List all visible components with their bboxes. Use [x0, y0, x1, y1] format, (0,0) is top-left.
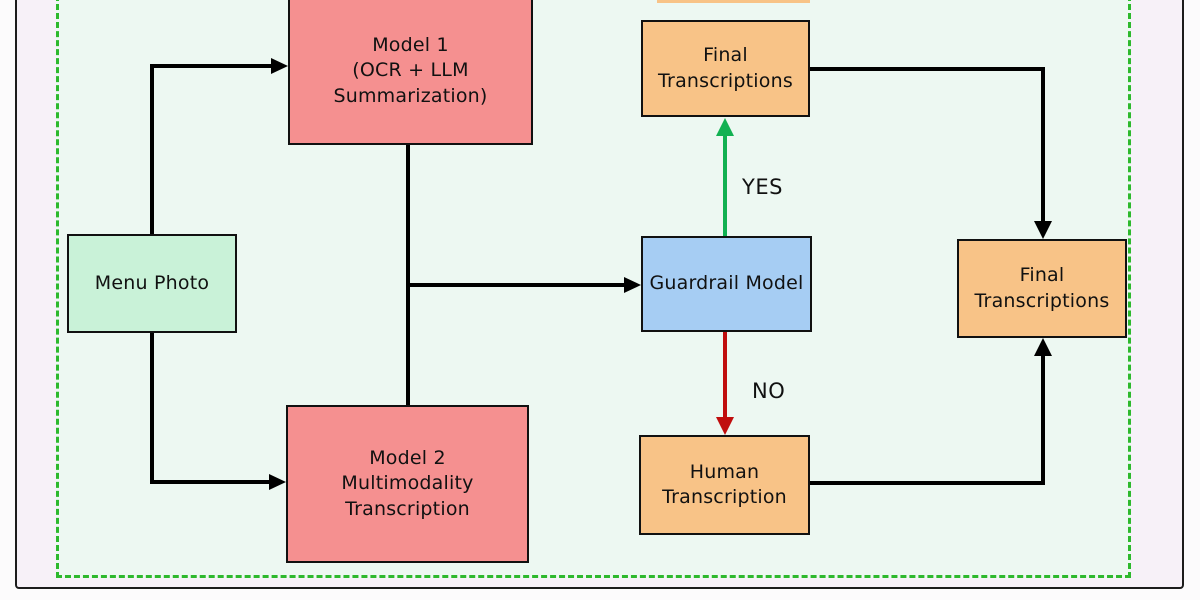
human-transcription-label: Human Transcription	[662, 460, 787, 508]
connector-human-horizontal	[810, 481, 1043, 485]
arrowhead-into-model2-icon	[269, 474, 286, 490]
final-transcriptions-right-label: Final Transcriptions	[974, 264, 1110, 312]
node-model-2: Model 2 Multimodality Transcription	[286, 405, 529, 563]
guardrail-model-label: Guardrail Model	[649, 272, 804, 295]
node-final-transcriptions-top: Final Transcriptions	[641, 20, 810, 117]
connector-finaltop-vertical	[1041, 67, 1045, 222]
arrowhead-into-guardrail-icon	[624, 277, 641, 293]
arrowhead-into-model1-icon	[271, 58, 288, 74]
connector-menu-to-model2-vertical	[150, 333, 154, 484]
node-final-transcriptions-right: Final Transcriptions	[957, 239, 1127, 338]
connector-menu-to-model2-horizontal	[150, 480, 270, 484]
connector-menu-to-model1-vertical	[150, 64, 154, 236]
menu-photo-label: Menu Photo	[94, 271, 210, 294]
final-transcriptions-top-label: Final Transcriptions	[658, 44, 793, 92]
node-human-transcription: Human Transcription	[639, 435, 810, 535]
connector-menu-to-model1-horizontal	[150, 64, 272, 68]
node-guardrail-model: Guardrail Model	[641, 236, 812, 332]
connector-models-trunk-vertical	[406, 145, 410, 405]
cropped-node-fragment	[657, 0, 810, 3]
node-model-1: Model 1 (OCR + LLM Summarization)	[288, 0, 533, 145]
no-arrowhead-icon	[716, 417, 734, 435]
no-edge-label: NO	[752, 379, 786, 403]
node-menu-photo: Menu Photo	[67, 234, 237, 333]
model-2-label: Model 2 Multimodality Transcription	[341, 447, 474, 520]
no-arrow-line	[723, 332, 727, 418]
connector-finaltop-horizontal	[810, 67, 1045, 71]
yes-arrowhead-icon	[716, 118, 734, 136]
model-1-label: Model 1 (OCR + LLM Summarization)	[333, 34, 488, 107]
connector-human-vertical	[1041, 355, 1045, 485]
connector-trunk-to-guardrail	[406, 283, 625, 287]
arrowhead-into-finalright-top-icon	[1034, 221, 1052, 239]
arrowhead-into-finalright-bottom-icon	[1034, 338, 1052, 356]
yes-arrow-line	[723, 135, 727, 236]
yes-edge-label: YES	[742, 175, 783, 199]
